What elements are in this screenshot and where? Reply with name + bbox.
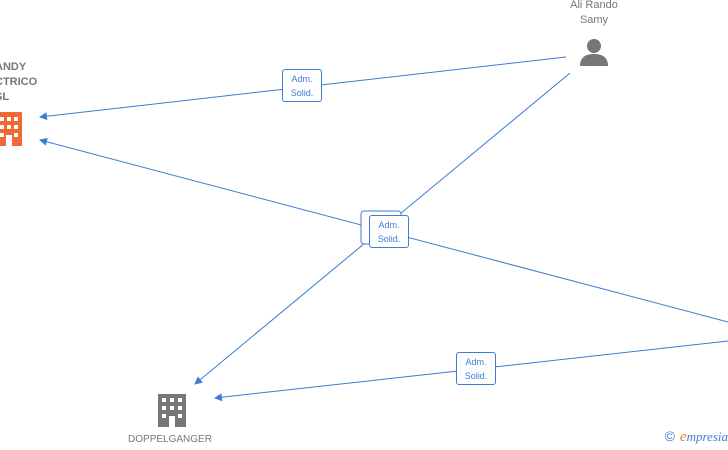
copyright-symbol: ©	[664, 428, 675, 444]
edge-badge-center[interactable]: Adm. Solid.	[369, 215, 409, 248]
edge-badge-bottom[interactable]: Adm. Solid.	[456, 352, 496, 385]
brand-logo: ©empresia	[665, 428, 728, 446]
building-icon-company-bottom[interactable]	[158, 394, 186, 427]
edge-badge-top[interactable]: Adm. Solid.	[282, 69, 322, 102]
brand-name: mpresia	[686, 429, 728, 444]
person-icon[interactable]	[580, 39, 608, 66]
company-bottom-label[interactable]: DOPPELGANGER	[128, 434, 212, 445]
person-label[interactable]: Ali Rando Samy	[570, 0, 618, 26]
company-left-label[interactable]: ANDY CTRICO SL	[0, 61, 38, 103]
brand-initial: e	[679, 429, 687, 445]
building-icon-company-left[interactable]	[0, 112, 22, 146]
